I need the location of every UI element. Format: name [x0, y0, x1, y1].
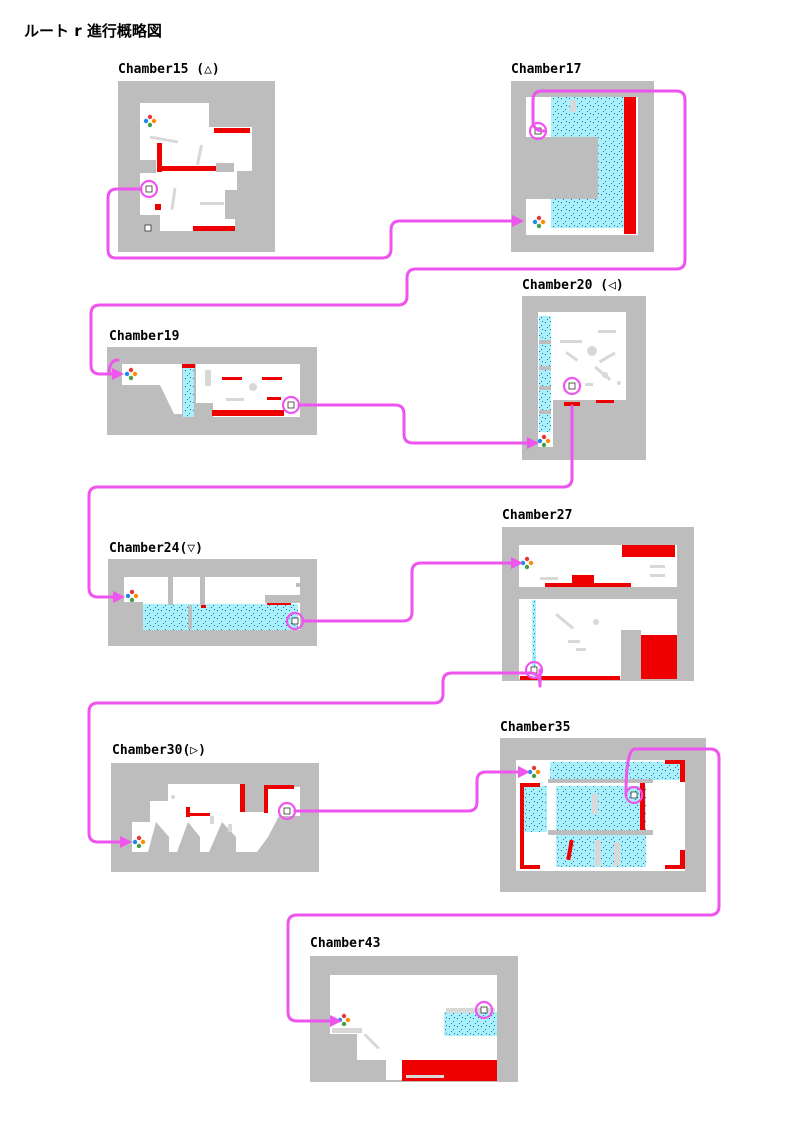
chamber-label-24: Chamber24(▽) — [109, 541, 203, 556]
chamber-label-43: Chamber43 — [310, 936, 381, 951]
chamber-label-35: Chamber35 — [500, 720, 571, 735]
route-path — [87, 89, 721, 1023]
route-arrow-icon — [112, 215, 539, 1027]
page-title: ルート r 進行概略図 — [24, 22, 162, 40]
chamber-43-map — [310, 956, 518, 1082]
chamber-label-19: Chamber19 — [109, 329, 180, 344]
chamber-19-map — [107, 347, 317, 435]
exit-marker-icon — [562, 376, 582, 396]
chamber-24-map — [108, 559, 317, 646]
chamber-label-17: Chamber17 — [511, 62, 582, 77]
chamber-label-30: Chamber30(▷) — [112, 743, 206, 758]
chamber-label-20: Chamber20 (◁) — [522, 278, 624, 293]
chamber-35-map — [500, 738, 706, 892]
exit-marker-icon — [528, 121, 548, 141]
chamber-27-map — [502, 527, 694, 681]
chamber-15-map — [118, 81, 275, 252]
exit-marker-icon — [474, 1000, 494, 1020]
chamber-30-map — [111, 763, 319, 872]
exit-icon — [145, 185, 153, 193]
chamber-17-map — [511, 81, 654, 252]
chamber-label-27: Chamber27 — [502, 508, 573, 523]
exit-marker-icon — [524, 660, 544, 680]
chamber-20-map — [522, 296, 646, 460]
chamber-label-15: Chamber15 (△) — [118, 62, 220, 77]
